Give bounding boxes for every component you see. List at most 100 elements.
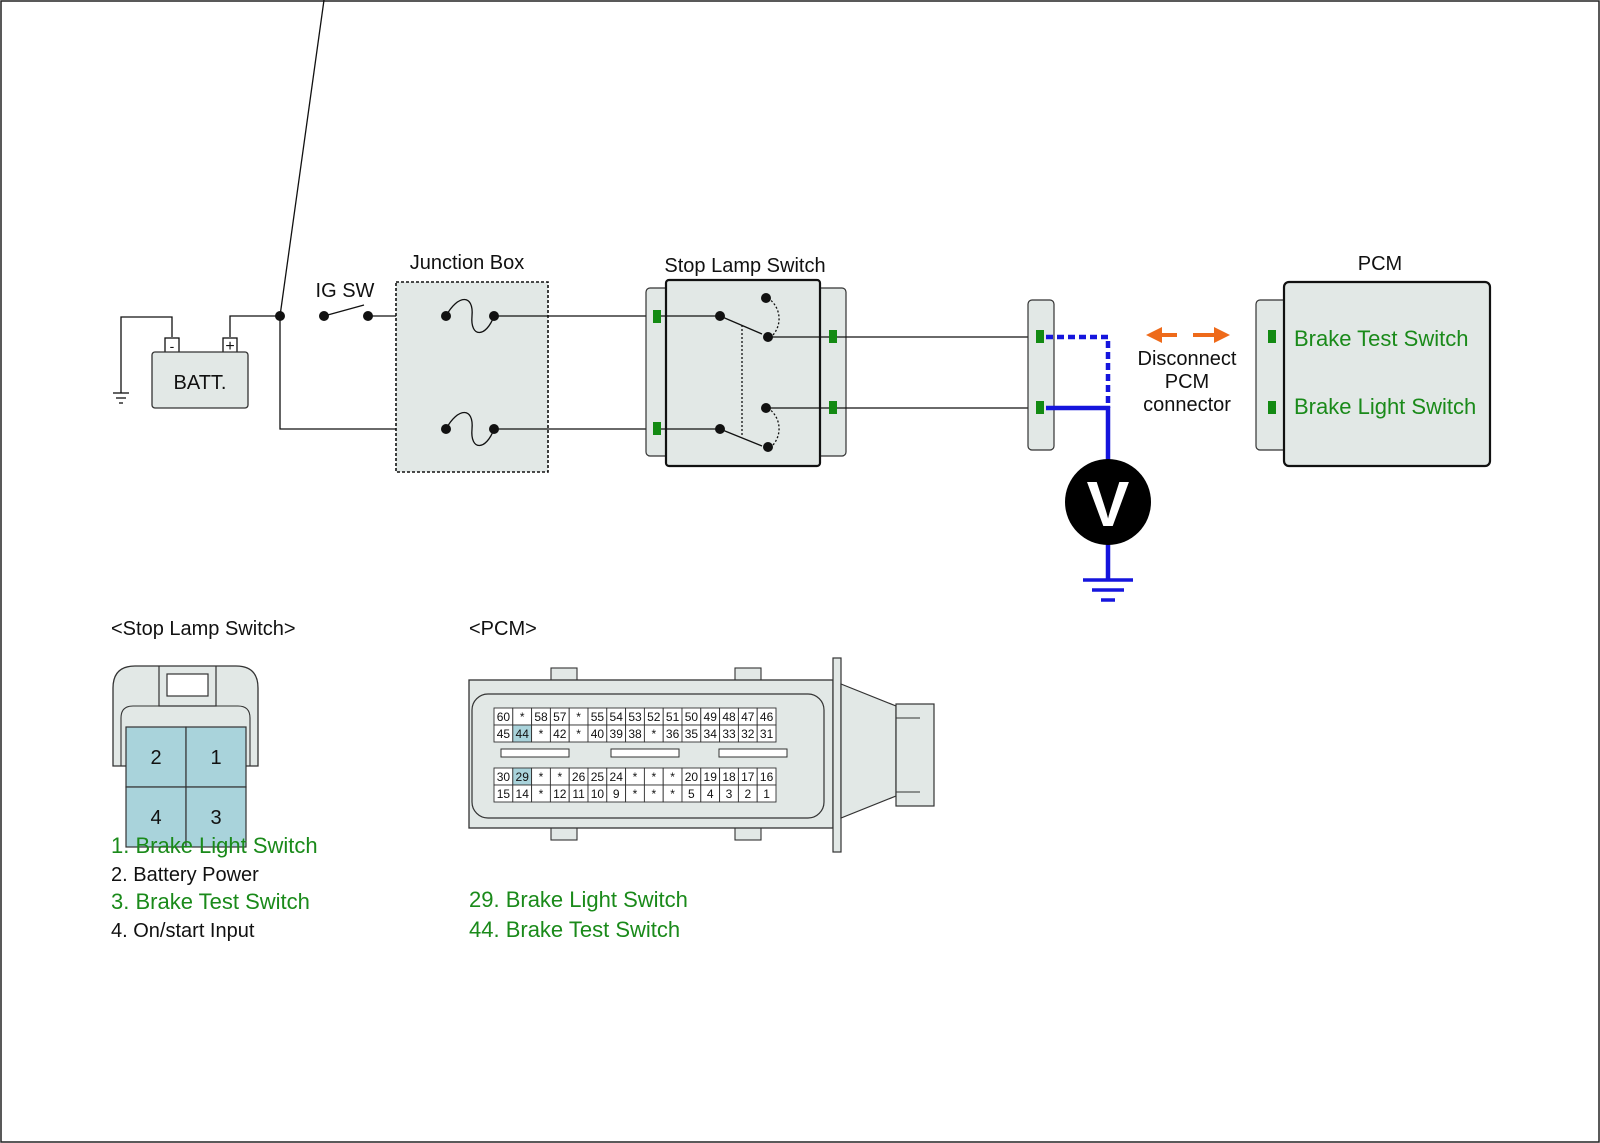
pcm-pin-label: 47 xyxy=(741,710,755,724)
connector-pin-cell xyxy=(125,786,187,848)
connector-pin-cell xyxy=(185,786,247,848)
pcm-pin-label: 4 xyxy=(707,787,714,801)
pcm-pin-label: * xyxy=(670,787,675,801)
pcm-pin-label: 25 xyxy=(591,770,605,784)
disconnect-arrows-icon xyxy=(1146,327,1230,343)
pcm-pin-label: 14 xyxy=(516,787,530,801)
probe-wires xyxy=(1046,334,1111,580)
connector-pin-label: 4 xyxy=(150,807,161,829)
voltmeter-label: V xyxy=(1087,468,1130,540)
pcm-pin-label: 5 xyxy=(688,787,695,801)
pcm-pin-label: 3 xyxy=(726,787,733,801)
fuse-icon xyxy=(445,411,495,447)
pcm-pin-label: 33 xyxy=(722,727,736,741)
pcm-pin-label: * xyxy=(670,770,675,784)
pcm-pin-label: 42 xyxy=(553,727,567,741)
pcm-pin-label: 52 xyxy=(647,710,661,724)
pcm-legend-item: 44. Brake Test Switch xyxy=(469,917,680,942)
pcm-pin-label: 24 xyxy=(610,770,624,784)
pcm-pin-label: 1 xyxy=(763,787,770,801)
pcm-pin-label: 31 xyxy=(760,727,774,741)
disconnect-label-line3: connector xyxy=(1143,394,1231,416)
switch-contact xyxy=(715,311,725,321)
disconnect-label-line2: PCM xyxy=(1165,371,1209,393)
splice-dot xyxy=(275,311,285,321)
pcm-pin-label: 53 xyxy=(628,710,642,724)
battery: - + BATT. xyxy=(151,337,249,409)
pcm-pin-label: 40 xyxy=(591,727,605,741)
switch-contact xyxy=(761,403,771,413)
pcm-pin-label: 58 xyxy=(534,710,548,724)
pcm-pin-label: 19 xyxy=(704,770,718,784)
pcm-pin-label: * xyxy=(539,727,544,741)
pcm-pin-label: * xyxy=(539,770,544,784)
connector-pin-cell xyxy=(185,726,247,788)
pcm-pin-cell xyxy=(756,724,777,743)
pcm-label: PCM xyxy=(1358,253,1402,275)
fuse-terminal xyxy=(441,311,451,321)
pcm-pin-label: 20 xyxy=(685,770,699,784)
connector-pin xyxy=(653,310,661,323)
connector-pin-label: 2 xyxy=(150,747,161,769)
fuse-terminal xyxy=(441,424,451,434)
pcm-pin-label: * xyxy=(651,727,656,741)
supply-wires xyxy=(229,0,444,430)
pcm-pin-brake-test: Brake Test Switch xyxy=(1294,326,1468,351)
pcm-pin-label: 9 xyxy=(613,787,620,801)
stop-lamp-legend-item: 1. Brake Light Switch xyxy=(111,833,318,858)
ground-icon xyxy=(1083,578,1133,602)
connector-pin xyxy=(1036,401,1044,414)
pcm-pin-label: * xyxy=(651,770,656,784)
connector-pin-cell xyxy=(125,726,187,788)
pcm-pin-label: 54 xyxy=(610,710,624,724)
stop-lamp-legend-item: 4. On/start Input xyxy=(111,920,255,942)
pcm-module: PCM Brake Test Switch Brake Light Switch xyxy=(1255,253,1492,468)
pcm-pin-label: * xyxy=(633,787,638,801)
pcm-pin-brake-light: Brake Light Switch xyxy=(1294,394,1476,419)
switch-contact xyxy=(715,424,725,434)
pcm-pin-label: * xyxy=(651,787,656,801)
battery-plus-label: + xyxy=(225,338,234,355)
pcm-pin-label: 45 xyxy=(497,727,511,741)
circuit-top: - + BATT. IG SW Junction Box xyxy=(113,0,1492,602)
pcm-pin-label: * xyxy=(520,710,525,724)
pcm-pin-label: 50 xyxy=(685,710,699,724)
stop-lamp-switch: Stop Lamp Switch xyxy=(645,255,847,468)
pcm-pin-label: 26 xyxy=(572,770,586,784)
junction-box-label: Junction Box xyxy=(410,252,525,274)
pcm-pin-cell xyxy=(756,784,777,803)
pcm-pin-label: * xyxy=(576,727,581,741)
pcm-connector-title: <PCM> xyxy=(469,618,537,640)
battery-ground-icon xyxy=(113,316,173,404)
pcm-pin-label: 32 xyxy=(741,727,755,741)
connector-pin xyxy=(829,401,837,414)
connector-pin xyxy=(1268,401,1276,414)
jb-to-switch-wires xyxy=(494,315,656,430)
disconnect-label-line1: Disconnect xyxy=(1138,348,1237,370)
pcm-pin-label: 34 xyxy=(704,727,718,741)
pcm-pin-label: 10 xyxy=(591,787,605,801)
pcm-pin-label: 2 xyxy=(744,787,751,801)
pcm-pin-label: 49 xyxy=(704,710,718,724)
pcm-pin-label: 57 xyxy=(553,710,567,724)
pcm-pin-label: 51 xyxy=(666,710,680,724)
pcm-pin-label: 39 xyxy=(610,727,624,741)
fuse-icon xyxy=(445,298,495,334)
pcm-legend-item: 29. Brake Light Switch xyxy=(469,887,688,912)
switch-to-connector-wires xyxy=(837,336,1036,409)
pcm-pin-label: 60 xyxy=(497,710,511,724)
stop-lamp-connector-title: <Stop Lamp Switch> xyxy=(111,618,296,640)
connector-pin xyxy=(653,422,661,435)
inline-connector xyxy=(1027,299,1055,451)
pcm-pin-label: 11 xyxy=(572,787,585,801)
stop-lamp-legend-item: 3. Brake Test Switch xyxy=(111,889,310,914)
pcm-pin-label: 48 xyxy=(722,710,736,724)
ig-sw-label: IG SW xyxy=(316,280,375,302)
pcm-pin-label: 18 xyxy=(722,770,736,784)
ig-switch-contact-b xyxy=(363,311,373,321)
pcm-pin-label: * xyxy=(576,710,581,724)
